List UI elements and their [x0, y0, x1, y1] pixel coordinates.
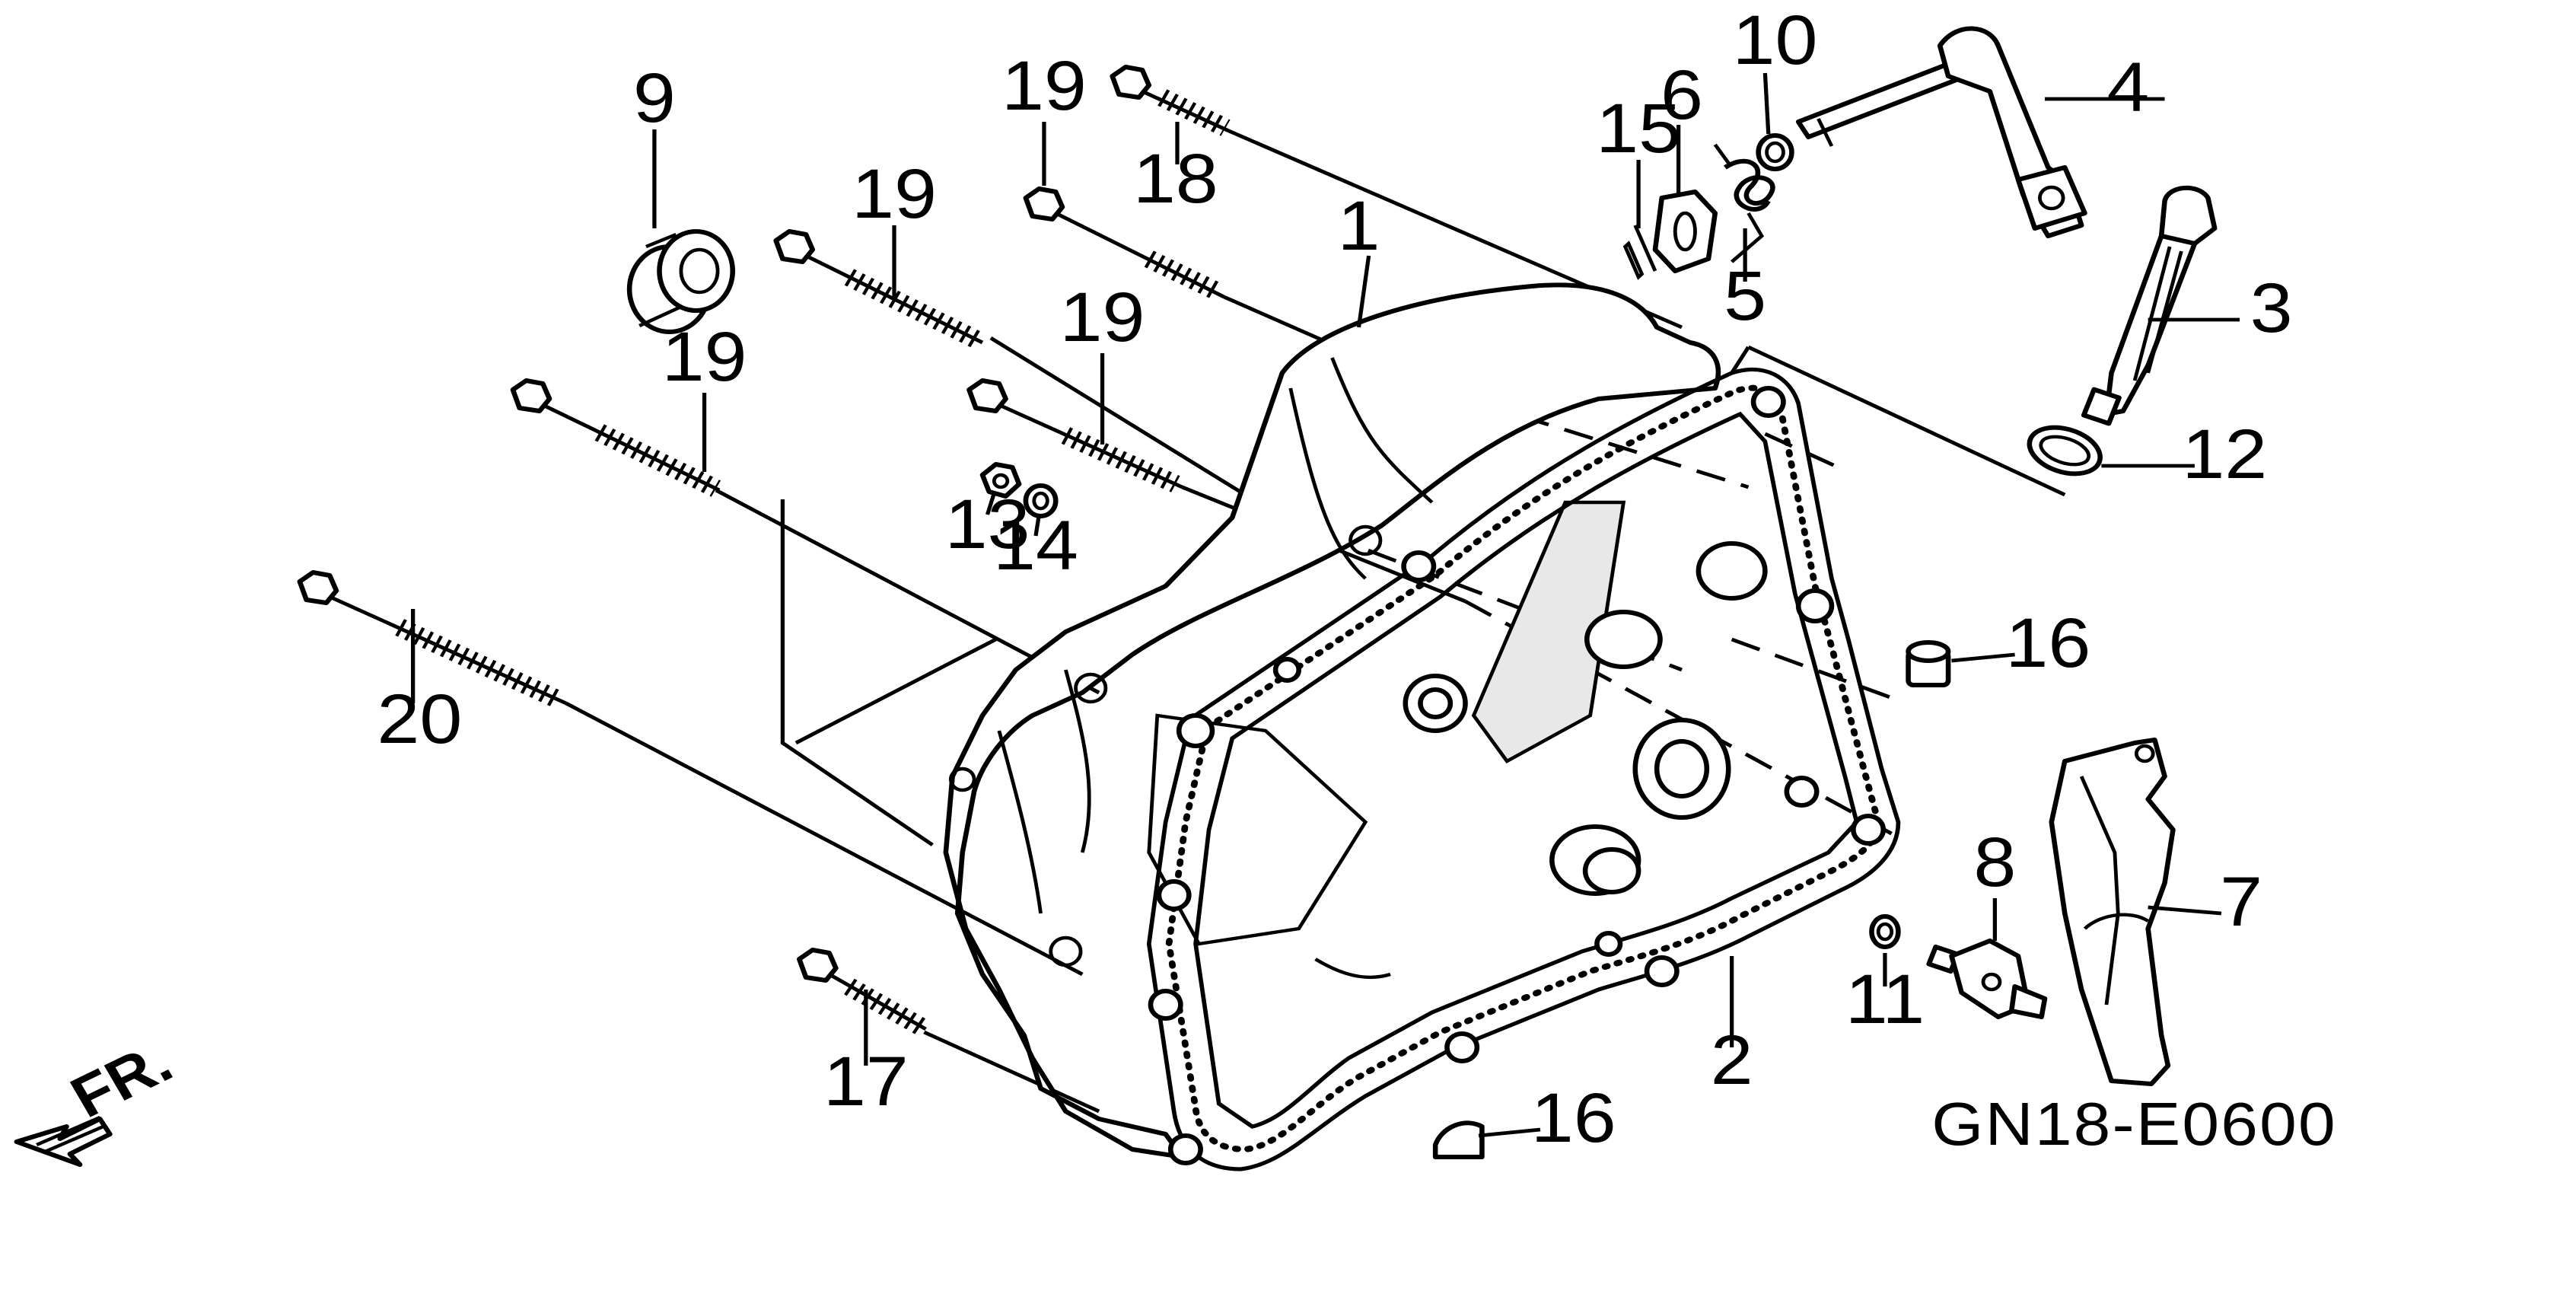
neutral-switch-8 — [1926, 939, 2048, 1019]
oil-level-gauge-3 — [2081, 186, 2218, 426]
callout-7: 7 — [2220, 863, 2262, 941]
washer-10 — [1756, 133, 1794, 171]
callout-2: 2 — [1711, 1021, 1753, 1099]
callout-15: 15 — [1596, 90, 1681, 167]
o-ring-12 — [2027, 425, 2103, 476]
bolt-20 — [297, 570, 568, 709]
nut-13 — [979, 462, 1022, 499]
callout-17: 17 — [823, 1043, 909, 1120]
callout-19-upper-left: 19 — [852, 155, 937, 233]
front-direction-arrow: FR. — [14, 1029, 183, 1167]
bolt-18 — [1110, 65, 1231, 136]
bolt-19-top — [1023, 186, 1225, 301]
cover-plate-7 — [2049, 738, 2176, 1086]
bolt-17 — [797, 948, 928, 1036]
callout-5: 5 — [1724, 257, 1766, 335]
oil-seal-9 — [626, 229, 736, 334]
gasket — [1146, 368, 1901, 1171]
cotter-pin-15 — [1622, 225, 1657, 280]
callout-12: 12 — [2182, 416, 2267, 493]
callout-3: 3 — [2250, 269, 2293, 347]
callout-18: 18 — [1133, 140, 1218, 218]
return-spring-5 — [1713, 143, 1775, 263]
callout-19-left: 19 — [662, 318, 747, 396]
callout-14: 14 — [993, 507, 1078, 585]
callout-6: 6 — [1661, 56, 1703, 134]
callout-8: 8 — [1973, 824, 2016, 901]
callout-16-right: 16 — [2005, 604, 2090, 682]
callout-10: 10 — [1733, 2, 1818, 79]
alignment-lines — [565, 129, 2066, 1114]
front-direction-label: FR. — [59, 1029, 183, 1130]
callout-19-middle: 19 — [1060, 279, 1145, 356]
callout-16-bottom: 16 — [1531, 1079, 1616, 1157]
callout-labels: 1 2 3 4 5 6 7 8 9 10 11 12 13 14 15 16 1… — [377, 2, 2292, 1157]
callout-20: 20 — [377, 680, 462, 758]
bolt-19-left — [510, 378, 721, 497]
bolt-19-upper-left — [773, 229, 984, 349]
dowel-pin-16-right — [1906, 640, 1951, 687]
bolt-19-middle — [966, 378, 1183, 492]
right-crankcase-cover — [943, 282, 1768, 1159]
callout-13: 13 — [945, 486, 1030, 563]
stopper-plate-6 — [1652, 190, 1718, 273]
diagram-code: GN18-E0600 — [1931, 1089, 2337, 1158]
clutch-lever-arm-4 — [1795, 26, 2087, 238]
callout-11: 11 — [1845, 961, 1925, 1038]
dowel-pin-16-bottom — [1432, 1120, 1485, 1159]
washer-11 — [1869, 914, 1901, 949]
callout-1: 1 — [1338, 187, 1380, 265]
callout-19-top: 19 — [1001, 47, 1087, 125]
callout-leaders — [411, 72, 2240, 1138]
callout-9: 9 — [633, 59, 676, 137]
callout-4: 4 — [2106, 49, 2149, 126]
